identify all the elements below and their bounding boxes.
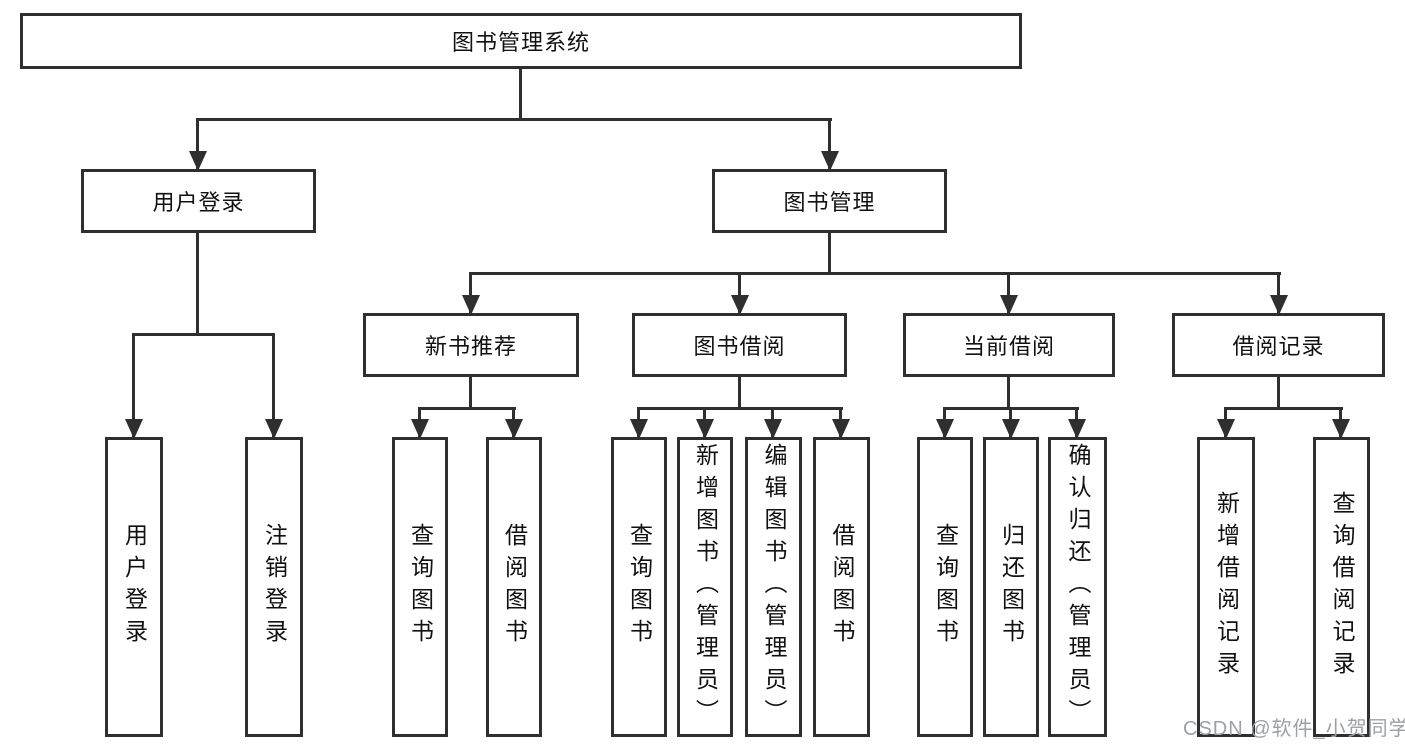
connector-user-stem xyxy=(196,233,199,333)
connector-root-stem xyxy=(519,69,522,120)
arrow-borrow-leaf-4 xyxy=(839,407,842,437)
connector-records-stem xyxy=(1277,377,1280,407)
leaf-newbook-borrow: 借阅图书 xyxy=(486,437,542,737)
node-user-login: 用户登录 xyxy=(81,169,316,233)
leaf-borrow-add-admin: 新增图书（管理员） xyxy=(677,437,733,737)
connector-bookmgmt-stem xyxy=(828,233,831,272)
arrow-newbook-leaf-2 xyxy=(512,407,515,437)
leaf-records-add: 新增借阅记录 xyxy=(1197,437,1255,737)
node-new-book-rec: 新书推荐 xyxy=(363,313,579,377)
connector-newbook-bar xyxy=(419,407,516,410)
leaf-logout: 注销登录 xyxy=(245,437,303,737)
connector-user-bar xyxy=(133,333,275,336)
leaf-current-confirm-admin: 确认归还（管理员） xyxy=(1048,437,1107,737)
leaf-borrow-query: 查询图书 xyxy=(611,437,667,737)
connector-current-stem xyxy=(1007,377,1010,407)
arrow-records-leaf-2 xyxy=(1339,407,1342,437)
leaf-user-login: 用户登录 xyxy=(105,437,163,737)
leaf-current-return: 归还图书 xyxy=(983,437,1039,737)
connector-level3-bar xyxy=(470,272,1281,275)
arrow-to-user-login-leaf xyxy=(132,333,135,437)
leaf-borrow-edit-admin: 编辑图书（管理员） xyxy=(745,437,802,737)
csdn-watermark: CSDN @软件_小贺同学 xyxy=(1183,718,1405,740)
node-book-mgmt: 图书管理 xyxy=(712,169,947,233)
arrow-newbook-leaf-1 xyxy=(418,407,421,437)
leaf-records-query: 查询借阅记录 xyxy=(1313,437,1370,737)
node-book-borrow: 图书借阅 xyxy=(632,313,847,377)
arrow-to-book-borrow xyxy=(738,272,741,313)
arrow-to-logout-leaf xyxy=(272,333,275,437)
arrow-to-current-borrow xyxy=(1007,272,1010,313)
arrow-borrow-leaf-1 xyxy=(637,407,640,437)
arrow-to-borrow-records xyxy=(1277,272,1280,313)
arrow-borrow-leaf-3 xyxy=(771,407,774,437)
node-borrow-records: 借阅记录 xyxy=(1172,313,1385,377)
connector-borrow-bar xyxy=(638,407,843,410)
arrow-to-user-login xyxy=(196,118,199,169)
connector-newbook-stem xyxy=(469,377,472,407)
arrow-to-book-mgmt xyxy=(828,118,831,169)
node-root: 图书管理系统 xyxy=(20,13,1022,69)
arrow-current-leaf-3 xyxy=(1075,407,1078,437)
connector-records-bar xyxy=(1225,407,1343,410)
node-current-borrow: 当前借阅 xyxy=(903,313,1115,377)
arrow-current-leaf-2 xyxy=(1009,407,1012,437)
leaf-newbook-query: 查询图书 xyxy=(392,437,448,737)
leaf-borrow-borrow: 借阅图书 xyxy=(813,437,870,737)
leaf-current-query: 查询图书 xyxy=(917,437,973,737)
arrow-records-leaf-1 xyxy=(1224,407,1227,437)
arrow-to-new-book-rec xyxy=(469,272,472,313)
arrow-current-leaf-1 xyxy=(943,407,946,437)
connector-borrow-stem xyxy=(738,377,741,407)
arrow-borrow-leaf-2 xyxy=(703,407,706,437)
connector-level2-bar xyxy=(197,118,832,121)
